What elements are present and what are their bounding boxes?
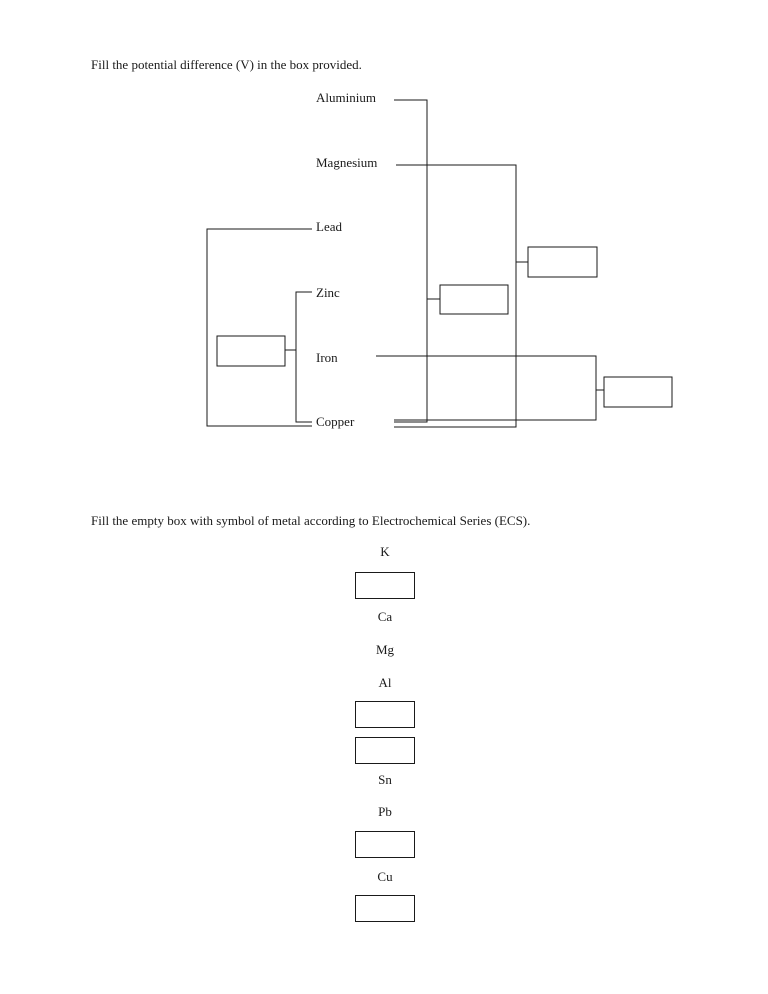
voltaic-cell-pairing-diagram: Aluminium Magnesium Lead Zinc Iron Coppe… (206, 90, 673, 429)
ecs-symbol-pb: Pb (378, 804, 392, 819)
answer-box-aluminium-copper[interactable] (439, 284, 509, 315)
ecs-answer-box-1[interactable] (355, 572, 415, 599)
label-lead: Lead (316, 219, 342, 234)
ecs-answer-box-3[interactable] (355, 737, 415, 764)
label-copper: Copper (316, 414, 355, 429)
ecs-symbol-al: Al (378, 675, 392, 690)
bracket-magnesium-copper (394, 164, 528, 428)
label-magnesium: Magnesium (316, 155, 377, 170)
bracket-aluminium-copper (394, 99, 440, 423)
ecs-symbol-mg: Mg (375, 642, 395, 657)
instruction-ecs: Fill the empty box with symbol of metal … (91, 513, 531, 528)
instruction-potential-difference: Fill the potential difference (V) in the… (91, 57, 362, 72)
bracket-zinc-copper (285, 291, 312, 423)
answer-box-iron-copper[interactable] (603, 376, 673, 408)
ecs-answer-box-5[interactable] (355, 895, 415, 922)
ecs-answer-box-4[interactable] (355, 831, 415, 858)
ecs-symbol-ca: Ca (377, 609, 393, 624)
ecs-symbol-k: K (380, 544, 390, 559)
ecs-symbol-sn: Sn (378, 772, 392, 787)
bracket-iron-copper (376, 355, 604, 421)
label-iron: Iron (316, 350, 338, 365)
bracket-lead-copper (206, 228, 312, 427)
ecs-answer-box-2[interactable] (355, 701, 415, 728)
label-aluminium: Aluminium (316, 90, 376, 105)
answer-box-magnesium-copper[interactable] (527, 246, 598, 278)
label-zinc: Zinc (316, 285, 340, 300)
answer-box-zinc-copper[interactable] (216, 335, 286, 367)
ecs-symbol-cu: Cu (377, 869, 393, 884)
